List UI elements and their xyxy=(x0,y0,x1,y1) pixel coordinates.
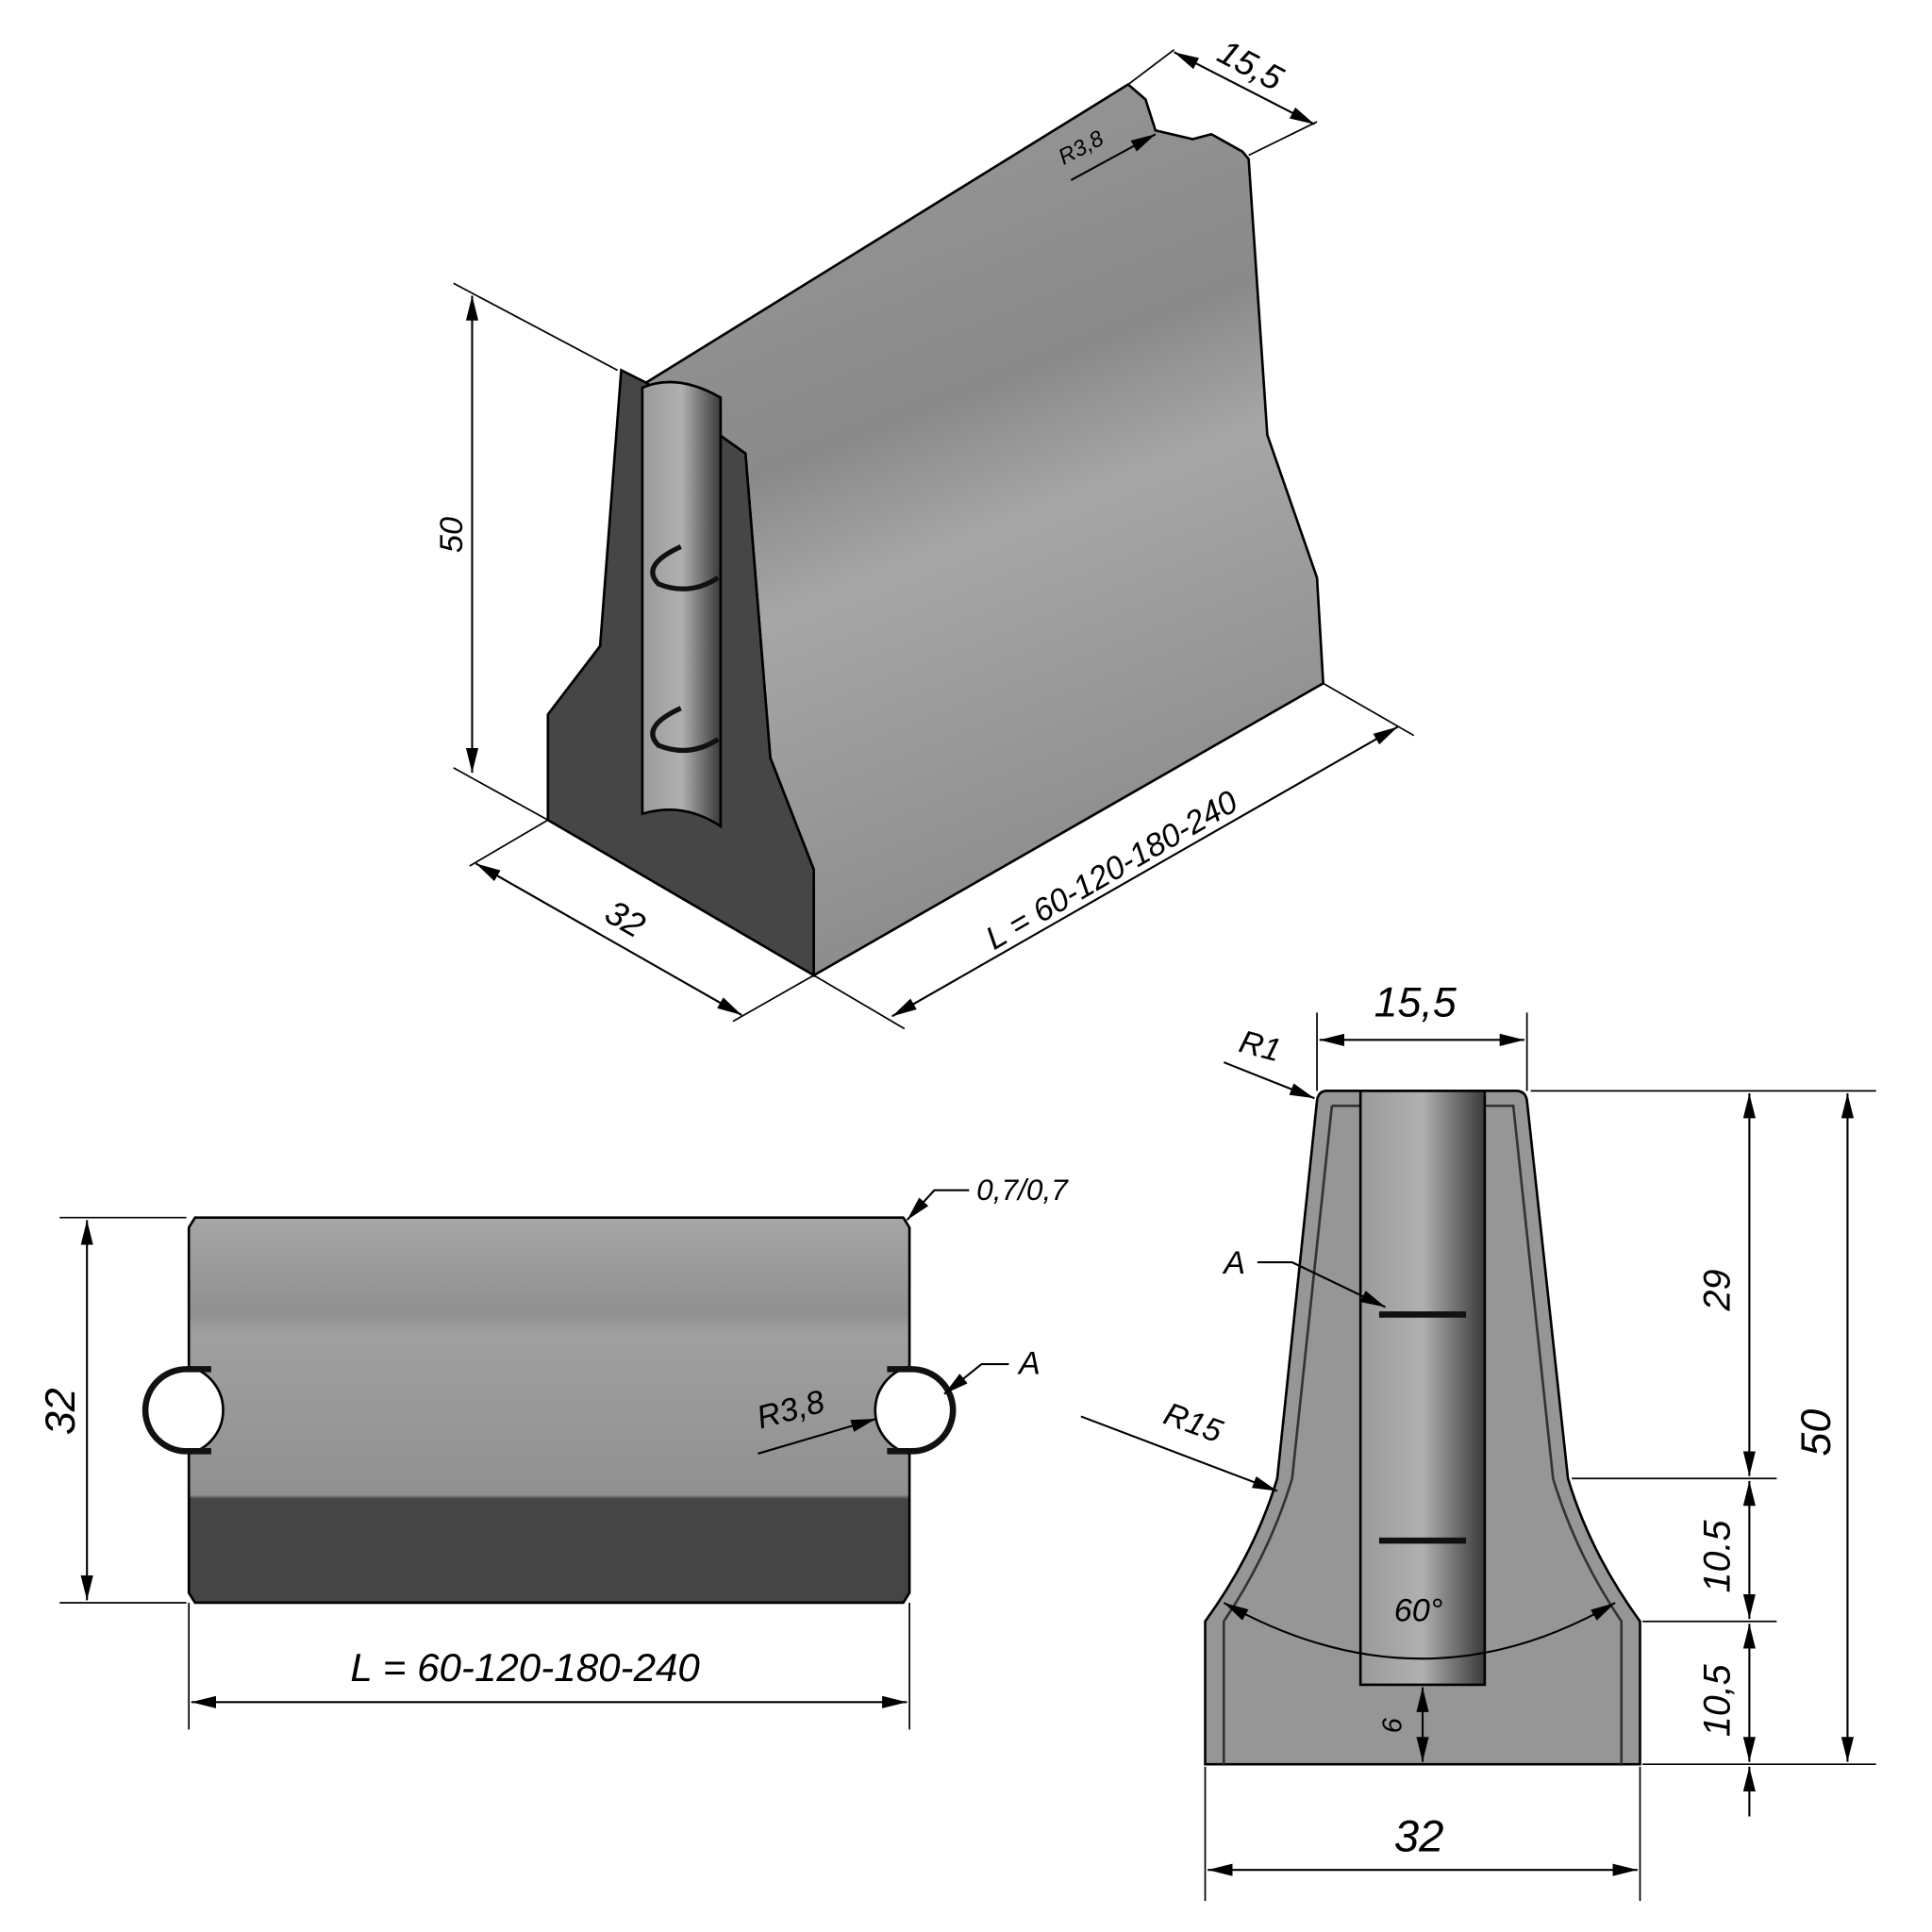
section-upper-height-label: 29 xyxy=(1696,1270,1738,1312)
plan-loop-label: A xyxy=(1017,1346,1041,1382)
section-loop-label: A xyxy=(1222,1245,1245,1281)
section-top-radius-label: R1 xyxy=(1236,1024,1285,1069)
section-slot xyxy=(1358,1090,1487,1687)
section-lower-height-label: 10,5 xyxy=(1696,1663,1738,1737)
section-view: 15,5 R1 A R15 60° 6 29 10.5 10,5 50 32 xyxy=(1080,978,1876,1902)
plan-loop-right xyxy=(887,1366,957,1455)
plan-body xyxy=(187,1216,911,1605)
section-total-height-label: 50 xyxy=(1792,1409,1840,1457)
section-angle-label: 60° xyxy=(1394,1593,1443,1629)
section-slot-bottom-label: 6 xyxy=(1378,1717,1408,1733)
iso-height-label: 50 xyxy=(434,517,470,553)
section-base-width-label: 32 xyxy=(1394,1811,1444,1861)
section-fillet-radius-label: R15 xyxy=(1159,1396,1228,1451)
plan-view: 32 L = 60-120-180-240 0,7/0,7 R3,8 A xyxy=(37,1173,1069,1730)
iso-top-width-label: 15,5 xyxy=(1211,32,1290,98)
plan-loop-left xyxy=(142,1366,211,1455)
plan-length-label: L = 60-120-180-240 xyxy=(350,1645,700,1690)
plan-chamfer-label: 0,7/0,7 xyxy=(976,1173,1069,1207)
section-top-width-label: 15,5 xyxy=(1374,978,1457,1025)
section-middle-height-label: 10.5 xyxy=(1696,1520,1738,1593)
lifting-loop-upper xyxy=(650,544,720,591)
isometric-view: 50 32 L = 60-120-180-240 15,5 R3,8 xyxy=(434,32,1415,1030)
plan-width-label: 32 xyxy=(37,1388,84,1435)
lifting-loop-lower xyxy=(650,706,720,754)
lifting-slot xyxy=(641,380,723,829)
